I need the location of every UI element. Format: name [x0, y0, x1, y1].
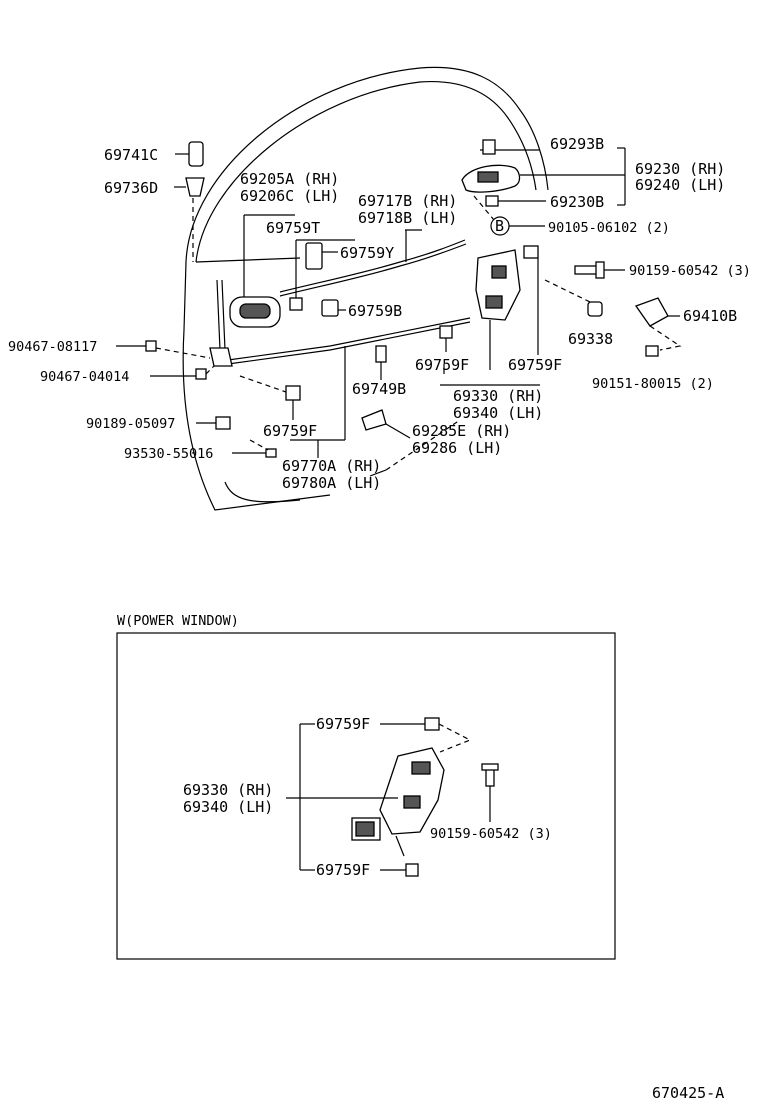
inset-title: W(POWER WINDOW): [117, 613, 239, 629]
label-69770A: 69770A (RH): [282, 457, 381, 475]
inset-label-69759F-a: 69759F: [316, 715, 370, 733]
label-90467-08117: 90467-08117: [8, 339, 97, 355]
label-69286: 69286 (LH): [412, 439, 502, 457]
label-69293B: 69293B: [550, 135, 604, 153]
clip-69338: [587, 301, 603, 317]
label-69230: 69230 (RH): [635, 160, 725, 178]
door-lock-69330: [443, 245, 539, 374]
label-69759Y: 69759Y: [340, 244, 394, 262]
bolt-90159: [544, 261, 625, 303]
label-69717B: 69717B (RH): [358, 192, 457, 210]
inset-label-69340: 69340 (LH): [183, 798, 273, 816]
bracket-left: [116, 340, 233, 380]
clip-69759Y: [305, 242, 338, 270]
inside-handle-69205A: [229, 214, 295, 328]
label-69749B: 69749B: [352, 380, 406, 398]
clip-90189: [196, 416, 231, 430]
label-69410B: 69410B: [683, 307, 737, 325]
inset-label-69330: 69330 (RH): [183, 781, 273, 799]
label-90105: 90105-06102 (2): [548, 220, 670, 236]
inset-door-lock: [351, 717, 472, 877]
part-69741C: [175, 141, 204, 167]
label-90159: 90159-60542 (3): [629, 263, 751, 279]
label-69340: 69340 (LH): [453, 404, 543, 422]
clip-69759F-lower: [239, 375, 301, 420]
label-90189: 90189-05097: [86, 416, 175, 432]
label-69759F-c: 69759F: [263, 422, 317, 440]
label-69206C: 69206C (LH): [240, 187, 339, 205]
label-69759B: 69759B: [348, 302, 402, 320]
screw-93530: [232, 439, 277, 458]
label-69338: 69338: [568, 330, 613, 348]
clip-69759T: [289, 239, 355, 311]
label-69759T: 69759T: [266, 219, 320, 237]
label-B: B: [495, 217, 504, 235]
door-outline: [182, 66, 549, 511]
clip-69759F-upper: [439, 258, 539, 355]
rods: [216, 239, 471, 365]
label-90467-04014: 90467-04014: [40, 369, 129, 385]
label-69780A: 69780A (LH): [282, 474, 381, 492]
clip-69749B: [375, 345, 387, 380]
inset-label-69759F-b: 69759F: [316, 861, 370, 879]
label-93530: 93530-55016: [124, 446, 213, 462]
inset-box: [116, 632, 616, 960]
label-69736D: 69736D: [104, 179, 158, 197]
marker-B: [473, 195, 545, 236]
link-69285E: [361, 409, 411, 439]
label-69759F-b: 69759F: [508, 356, 562, 374]
label-69741C: 69741C: [104, 146, 158, 164]
label-90151: 90151-80015 (2): [592, 376, 714, 392]
label-69718B: 69718B (LH): [358, 209, 457, 227]
inset-bolt: [481, 763, 499, 822]
inset-label-90159: 90159-60542 (3): [430, 826, 552, 842]
striker-69410B: [634, 297, 682, 357]
part-69736D: [174, 177, 205, 197]
clip-69759B: [321, 299, 346, 317]
label-69759F-a: 69759F: [415, 356, 469, 374]
label-69230B: 69230B: [550, 193, 604, 211]
leaders: [290, 229, 540, 477]
inset-leaders: [286, 723, 425, 871]
label-69205A: 69205A (RH): [240, 170, 339, 188]
figure-id: 670425-A: [652, 1084, 724, 1102]
outside-handle-69230: [461, 139, 626, 207]
label-69240: 69240 (LH): [635, 176, 725, 194]
label-69330: 69330 (RH): [453, 387, 543, 405]
label-69285E: 69285E (RH): [412, 422, 511, 440]
